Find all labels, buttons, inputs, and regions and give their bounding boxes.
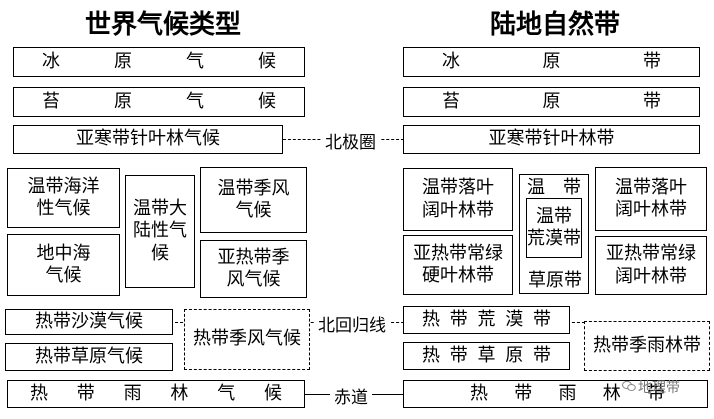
text-char: 草	[477, 344, 496, 366]
text-char: 原	[505, 344, 524, 366]
text-char: 雨	[123, 382, 142, 404]
zone-temperate-deciduous-west: 温带落叶 阔叶林带	[403, 168, 513, 231]
zone-grassland: 草原带	[528, 270, 582, 291]
text-char: 热	[422, 308, 440, 330]
equator-label: 赤道	[330, 383, 372, 408]
text-char: 带	[514, 382, 533, 404]
tropic-of-cancer-label: 北回归线	[314, 311, 390, 336]
climate-tundra: 苔 原 气 候	[13, 87, 305, 117]
text-char: 带	[76, 382, 95, 404]
zone-tropical-monsoon-forest: 热带季雨林带	[584, 321, 710, 371]
climate-subarctic: 亚寒带针叶林气候	[13, 125, 283, 154]
zone-tropical-desert: 热 带 荒 漠 带	[403, 306, 570, 334]
text-char: 气	[186, 50, 204, 72]
climate-savanna: 热带草原气候	[5, 343, 173, 371]
climate-temperate-monsoon: 温带季风 气候	[200, 167, 307, 233]
text-char: 林	[170, 382, 189, 404]
text-char: 冰	[42, 50, 60, 72]
text-char: 带	[533, 308, 551, 330]
text-char: 带	[647, 382, 665, 404]
right-title: 陆地自然带	[490, 10, 621, 40]
text-char: 热	[422, 344, 440, 366]
text-char: 带	[449, 308, 468, 330]
text-char: 候	[263, 382, 282, 404]
arctic-circle-label: 北极圈	[321, 128, 380, 153]
climate-tropical-desert: 热带沙漠气候	[5, 309, 173, 335]
text-char: 原	[542, 50, 561, 72]
text-char: 林	[602, 382, 621, 404]
zone-subtropical-evergreen: 亚热带常绿 阔叶林带	[595, 236, 707, 295]
zone-tropical-rainforest: 热 带 雨 林 带	[403, 380, 708, 408]
climate-subtropical-monsoon: 亚热带季 风气候	[200, 240, 307, 298]
text-char: 漠	[505, 308, 524, 330]
text-char: 热	[30, 382, 48, 404]
text-char: 苔	[442, 90, 460, 112]
watermark-text: 地理带	[638, 380, 680, 396]
zone-temperate-desert: 温带 荒漠带	[526, 198, 582, 258]
zone-savanna: 热 带 草 原 带	[403, 342, 570, 370]
text-char: 带	[643, 50, 661, 72]
climate-mediterranean: 地中海 气候	[7, 234, 120, 296]
zone-temperate-label: 温 带	[527, 177, 581, 198]
text-char: 带	[449, 344, 468, 366]
climate-tropical-rainforest: 热 带 雨 林 气 候	[7, 380, 305, 408]
left-title: 世界气候类型	[85, 10, 242, 40]
text-char: 候	[258, 90, 276, 112]
climate-ice-cap: 冰 原 气 候	[13, 47, 305, 77]
text-char: 雨	[558, 382, 577, 404]
zone-tundra: 苔 原 带	[403, 87, 700, 117]
zone-taiga: 亚寒带针叶林带	[403, 125, 700, 154]
text-char: 荒	[477, 308, 496, 330]
text-char: 热	[470, 382, 488, 404]
text-char: 冰	[442, 50, 460, 72]
zone-temperate-deciduous-east: 温带落叶 阔叶林带	[595, 167, 707, 231]
climate-tropical-monsoon: 热带季风气候	[184, 309, 310, 370]
zone-subtropical-sclerophyll: 亚热带常绿 硬叶林带	[403, 235, 513, 295]
text-char: 原	[114, 50, 132, 72]
text-char: 带	[533, 344, 551, 366]
text-char: 原	[542, 90, 561, 112]
wechat-icon	[622, 380, 636, 391]
text-char: 苔	[42, 90, 60, 112]
text-char: 气	[186, 90, 204, 112]
text-char: 气	[217, 382, 236, 404]
climate-temperate-continental: 温带大 陆性气 候	[125, 175, 195, 288]
text-char: 候	[258, 50, 276, 72]
zone-ice-desert: 冰 原 带	[403, 47, 700, 77]
climate-temperate-maritime: 温带海洋 性气候	[7, 168, 120, 228]
text-char: 带	[643, 90, 661, 112]
text-char: 原	[114, 90, 132, 112]
